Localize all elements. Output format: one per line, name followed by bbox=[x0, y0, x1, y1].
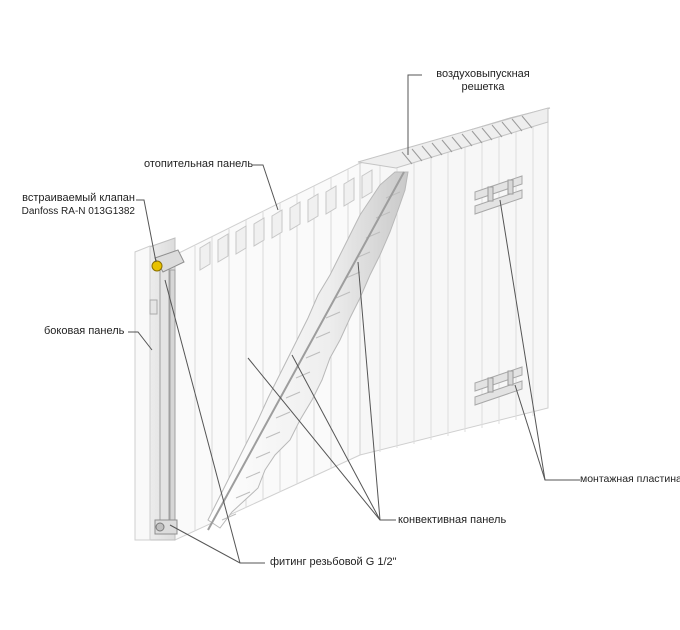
air-grille bbox=[357, 107, 551, 169]
fitting bbox=[154, 519, 178, 535]
valve-cap bbox=[151, 260, 163, 272]
mounting-plate-lower bbox=[474, 366, 523, 406]
label-valve-line2: Danfoss RA-N 013G1382 bbox=[21, 206, 135, 217]
label-convection-panel: конвективная панель bbox=[398, 514, 507, 526]
label-fitting: фитинг резьбовой G 1/2" bbox=[270, 556, 397, 568]
leader-lines bbox=[128, 74, 580, 564]
vertical-pipe bbox=[159, 261, 176, 528]
label-heating-panel: отопительная панель bbox=[144, 158, 254, 170]
label-air-grille: воздуховыпускная решетка bbox=[423, 68, 543, 94]
valve bbox=[151, 249, 185, 273]
mounting-plate-upper bbox=[474, 175, 523, 215]
label-valve: встраиваемый клапан Danfoss RA-N 013G138… bbox=[0, 192, 135, 218]
label-side-panel: боковая панель bbox=[44, 325, 125, 337]
label-air-grille-line2: решетка bbox=[461, 81, 505, 93]
label-mounting-plate: монтажная пластина bbox=[580, 473, 680, 485]
rear-panel bbox=[359, 119, 549, 456]
convection-fins bbox=[199, 169, 409, 531]
label-valve-line1: встраиваемый клапан bbox=[22, 192, 135, 204]
label-air-grille-line1: воздуховыпускная bbox=[436, 68, 530, 80]
